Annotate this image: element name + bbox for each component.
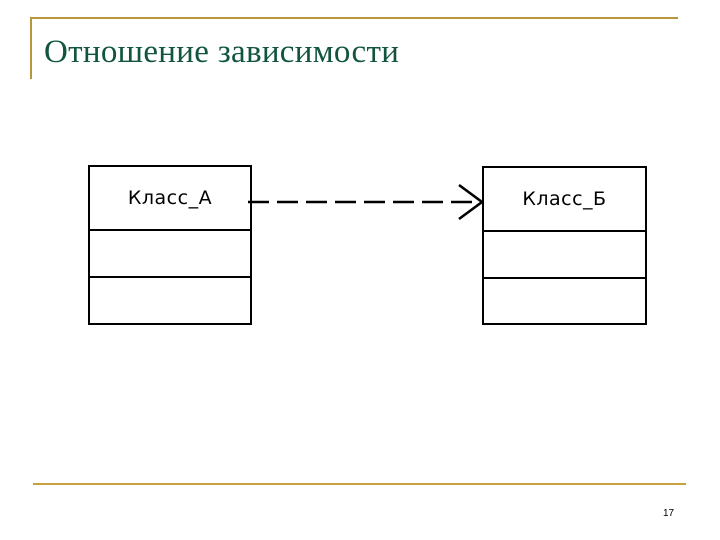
class-operations-compartment xyxy=(90,278,250,321)
class-name-compartment: Класс_Б xyxy=(484,168,645,232)
class-attributes-compartment xyxy=(484,232,645,279)
class-box-class-a[interactable]: Класс_А xyxy=(88,165,252,325)
class-attributes-compartment xyxy=(90,231,250,278)
page-number: 17 xyxy=(663,508,675,519)
class-box-class-b[interactable]: Класс_Б xyxy=(482,166,647,325)
bottom-accent-rule xyxy=(33,483,686,485)
class-name-label: Класс_А xyxy=(127,187,213,209)
left-accent-rule xyxy=(30,17,32,79)
top-accent-rule xyxy=(30,17,678,19)
class-name-label: Класс_Б xyxy=(522,188,607,210)
class-operations-compartment xyxy=(484,279,645,322)
dependency-connector xyxy=(248,183,485,221)
page-title: Отношение зависимости xyxy=(44,34,400,70)
class-name-compartment: Класс_А xyxy=(90,167,250,231)
